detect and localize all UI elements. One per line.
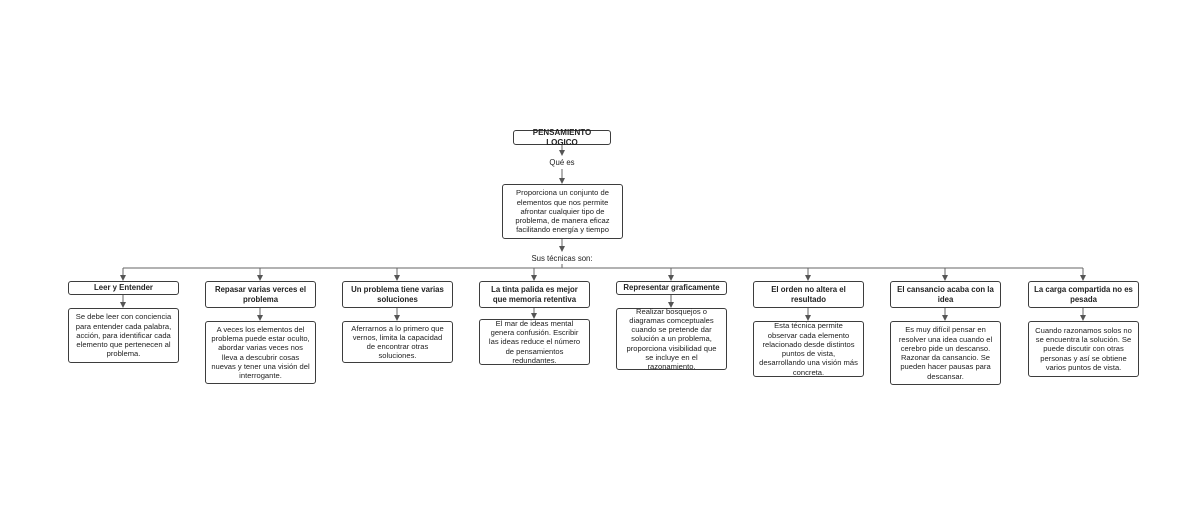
definition-node[interactable]: Proporciona un conjunto de elementos que… <box>502 184 623 239</box>
technique-description-node[interactable]: Realizar bosquejos o diagramas comceptua… <box>616 307 727 371</box>
root-title-node[interactable]: PENSAMIENTO LOGICO <box>513 128 611 147</box>
technique-description-node[interactable]: Esta técnica permite observar cada eleme… <box>753 321 864 377</box>
technique-title-node[interactable]: Representar graficamente <box>616 281 727 295</box>
technique-description-node[interactable]: El mar de ideas mental genera confusión.… <box>479 319 590 365</box>
technique-title-node[interactable]: La tinta palida es mejor que memoria ret… <box>479 281 590 308</box>
technique-description-node[interactable]: Cuando razonamos solos no se encuentra l… <box>1028 321 1139 377</box>
technique-description-node[interactable]: A veces los elementos del problema puede… <box>205 321 316 384</box>
technique-description-node[interactable]: Es muy difícil pensar en resolver una id… <box>890 321 1001 385</box>
connector-label-what: Qué es <box>547 158 577 167</box>
technique-description-node[interactable]: Se debe leer con conciencia para entende… <box>68 308 179 363</box>
connector-label-techniques: Sus técnicas son: <box>529 254 595 263</box>
technique-title-node[interactable]: La carga compartida no es pesada <box>1028 281 1139 308</box>
technique-title-node[interactable]: El cansancio acaba con la idea <box>890 281 1001 308</box>
technique-title-node[interactable]: El orden no altera el resultado <box>753 281 864 308</box>
technique-title-node[interactable]: Un problema tiene varias soluciones <box>342 281 453 308</box>
technique-title-node[interactable]: Leer y Entender <box>68 281 179 295</box>
technique-title-node[interactable]: Repasar varias verces el problema <box>205 281 316 308</box>
technique-description-node[interactable]: Aferrarnos a lo primero que vernos, limi… <box>342 321 453 363</box>
